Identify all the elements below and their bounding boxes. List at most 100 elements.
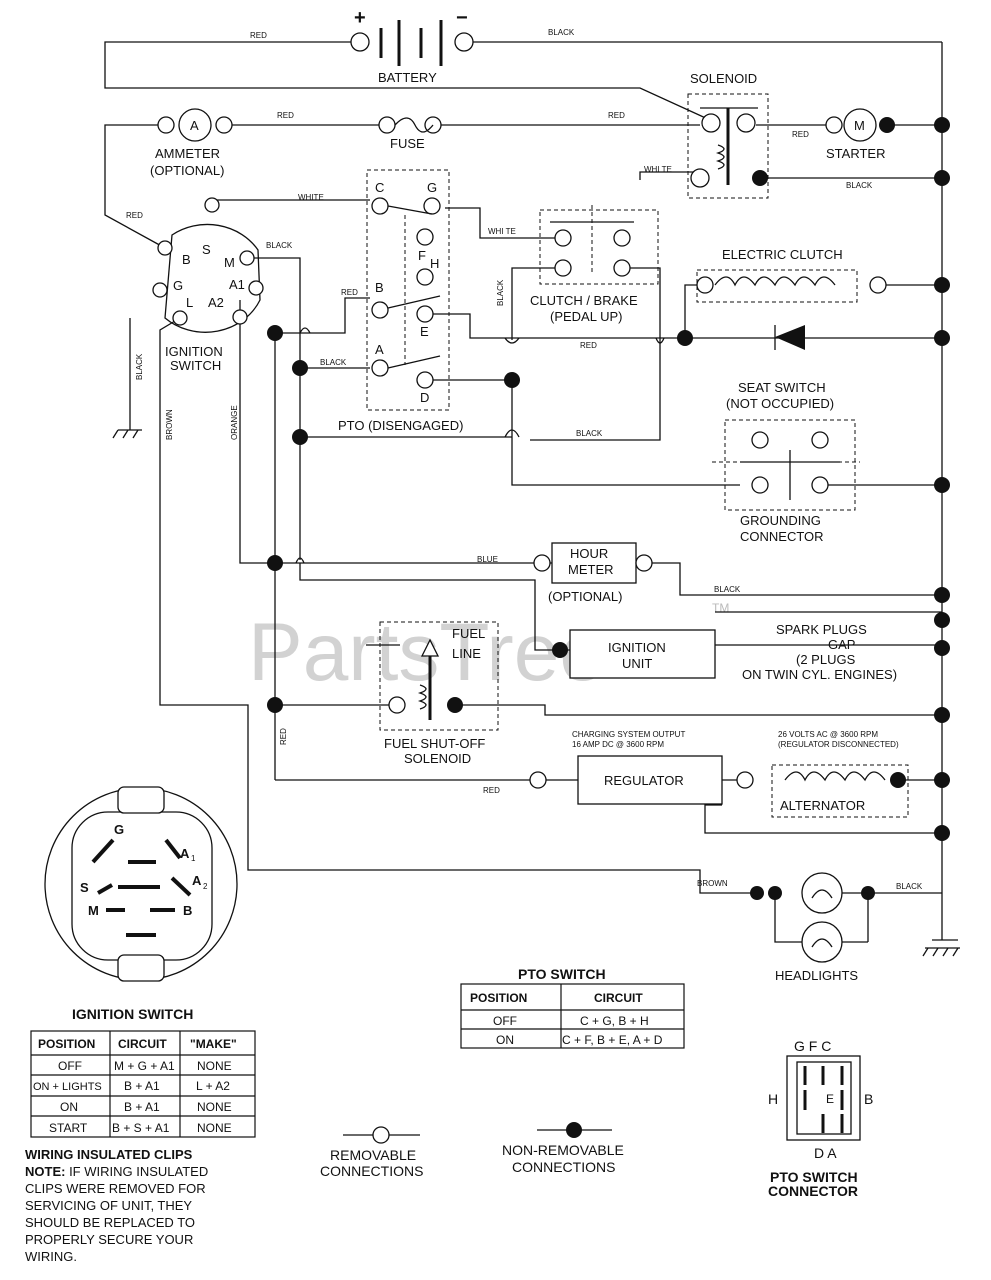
seat-switch-box <box>724 419 856 511</box>
face-a2: A <box>192 873 202 888</box>
spark-label-2: GAP <box>828 637 855 652</box>
clutch-brake-sub: (PEDAL UP) <box>550 309 622 324</box>
wire-brown-head: BROWN <box>697 879 728 888</box>
ignition-unit-label-2: UNIT <box>622 656 652 671</box>
battery-minus: − <box>456 7 468 29</box>
pto-table: PTO SWITCH POSITION CIRCUIT OFF C + G, B… <box>460 966 685 1049</box>
pto-term-g: G <box>427 180 437 195</box>
ac-label-1: 26 VOLTS AC @ 3600 RPM <box>778 730 878 739</box>
ignition-unit-label-1: IGNITION <box>608 640 666 655</box>
legend-removable-1: REMOVABLE <box>330 1147 416 1163</box>
wire-black-ground-v: BLACK <box>135 353 144 380</box>
ignition-table-title: IGNITION SWITCH <box>72 1006 193 1022</box>
note-line-2: NOTE: IF WIRING INSULATED <box>25 1164 208 1179</box>
junction-dots <box>267 117 950 841</box>
note-line-6: PROPERLY SECURE YOUR <box>25 1232 193 1247</box>
pto-conn-right: B <box>864 1091 873 1107</box>
headlights-label: HEADLIGHTS <box>775 968 858 983</box>
wire-black-head: BLACK <box>896 882 923 891</box>
pto-r1-circ: C + G, B + H <box>580 1014 649 1028</box>
solenoid-label: SOLENOID <box>690 71 757 86</box>
wire-red-starter: RED <box>792 130 809 139</box>
pto-switch: C G F H B E A D PTO (DISENGAGED) <box>338 180 463 433</box>
ign-term-b: B <box>182 252 191 267</box>
ign-th-circuit: CIRCUIT <box>118 1037 167 1051</box>
grounding-sub: CONNECTOR <box>740 529 824 544</box>
spark-label-4: ON TWIN CYL. ENGINES) <box>742 667 897 682</box>
wire-red-ammeter: RED <box>277 111 294 120</box>
pto-term-e: E <box>420 324 429 339</box>
charging-label-2: 16 AMP DC @ 3600 RPM <box>572 740 664 749</box>
wire-white-solenoid: WHI TE <box>644 165 672 174</box>
note-title: WIRING INSULATED CLIPS <box>25 1147 193 1162</box>
ign-r1-circ: M + G + A1 <box>114 1059 175 1073</box>
grounding-label: GROUNDING <box>740 513 821 528</box>
solenoid: SOLENOID <box>690 71 768 188</box>
ign-r2-make: L + A2 <box>196 1079 230 1093</box>
fuse-label: FUSE <box>390 136 425 151</box>
wire-black-ign: BLACK <box>266 241 293 250</box>
ammeter: A AMMETER (OPTIONAL) <box>150 108 233 178</box>
wiring-notes: WIRING INSULATED CLIPS NOTE: IF WIRING I… <box>25 1147 208 1264</box>
headlights: HEADLIGHTS <box>750 872 875 983</box>
wire-labels: RED BLACK RED RED RED BLACK WHI TE WHITE… <box>126 28 923 891</box>
watermark-tm: TM <box>712 601 729 615</box>
ign-term-a1: A1 <box>229 277 245 292</box>
clutch-brake: CLUTCH / BRAKE (PEDAL UP) <box>530 205 638 324</box>
spark-label-1: SPARK PLUGS <box>776 622 867 637</box>
fuel-line-2: LINE <box>452 646 481 661</box>
spark-label-3: (2 PLUGS <box>796 652 856 667</box>
ign-r2-pos: ON + LIGHTS <box>33 1081 102 1093</box>
note-line-4: SERVICING OF UNIT, THEY <box>25 1198 192 1213</box>
pto-r2-pos: ON <box>496 1033 514 1047</box>
wire-black-clutch-v: BLACK <box>496 279 505 306</box>
ign-r3-make: NONE <box>197 1100 232 1114</box>
wire-black-pto-a: BLACK <box>320 358 347 367</box>
wire-black-hour: BLACK <box>714 585 741 594</box>
face-a2-sub: 2 <box>203 882 208 891</box>
fuel-solenoid-box <box>379 621 499 731</box>
fuel-line-1: FUEL <box>452 626 485 641</box>
pto-conn-center: E <box>826 1092 834 1106</box>
note-line-3: CLIPS WERE REMOVED FOR <box>25 1181 206 1196</box>
ign-term-m: M <box>224 255 235 270</box>
ign-r1-pos: OFF <box>58 1059 82 1073</box>
clutch-brake-label: CLUTCH / BRAKE <box>530 293 638 308</box>
ign-th-make: "MAKE" <box>190 1037 237 1051</box>
ign-term-s: S <box>202 242 211 257</box>
clutch-brake-box <box>539 209 659 285</box>
starter-symbol: M <box>854 118 865 133</box>
wire-blue: BLUE <box>477 555 498 564</box>
pto-term-c: C <box>375 180 384 195</box>
hour-meter-label-1: HOUR <box>570 546 608 561</box>
ign-r4-pos: START <box>49 1121 88 1135</box>
wire-red-fuse: RED <box>608 111 625 120</box>
ammeter-symbol: A <box>190 118 199 133</box>
fuel-solenoid-label-1: FUEL SHUT-OFF <box>384 736 485 751</box>
wire-black-solenoid: BLACK <box>846 181 873 190</box>
ign-r3-circ: B + A1 <box>124 1100 160 1114</box>
solenoid-box <box>687 93 769 199</box>
hour-meter-label-2: METER <box>568 562 614 577</box>
ign-r4-make: NONE <box>197 1121 232 1135</box>
wire-white-clutch: WHI TE <box>488 227 516 236</box>
note-line-7: WIRING. <box>25 1249 77 1264</box>
pto-term-h: H <box>430 256 439 271</box>
wire-black-battery: BLACK <box>548 28 575 37</box>
battery-label: BATTERY <box>378 70 437 85</box>
starter: M STARTER <box>825 108 895 161</box>
fuel-solenoid: FUEL LINE FUEL SHUT-OFF SOLENOID <box>366 626 485 766</box>
ign-r2-circ: B + A1 <box>124 1079 160 1093</box>
alternator-label: ALTERNATOR <box>780 798 865 813</box>
ground-symbol <box>112 429 960 957</box>
face-a1: A <box>180 846 190 861</box>
hour-meter-optional: (OPTIONAL) <box>548 589 622 604</box>
ign-r4-circ: B + S + A1 <box>112 1121 170 1135</box>
ignition-switch-label-2: SWITCH <box>170 358 221 373</box>
pto-r2-circ: C + F, B + E, A + D <box>562 1033 663 1047</box>
battery-plus: + <box>354 7 366 29</box>
ammeter-optional: (OPTIONAL) <box>150 163 224 178</box>
ignition-unit: IGNITION UNIT SPARK PLUGS GAP (2 PLUGS O… <box>569 622 897 682</box>
electric-clutch-box <box>696 269 858 303</box>
